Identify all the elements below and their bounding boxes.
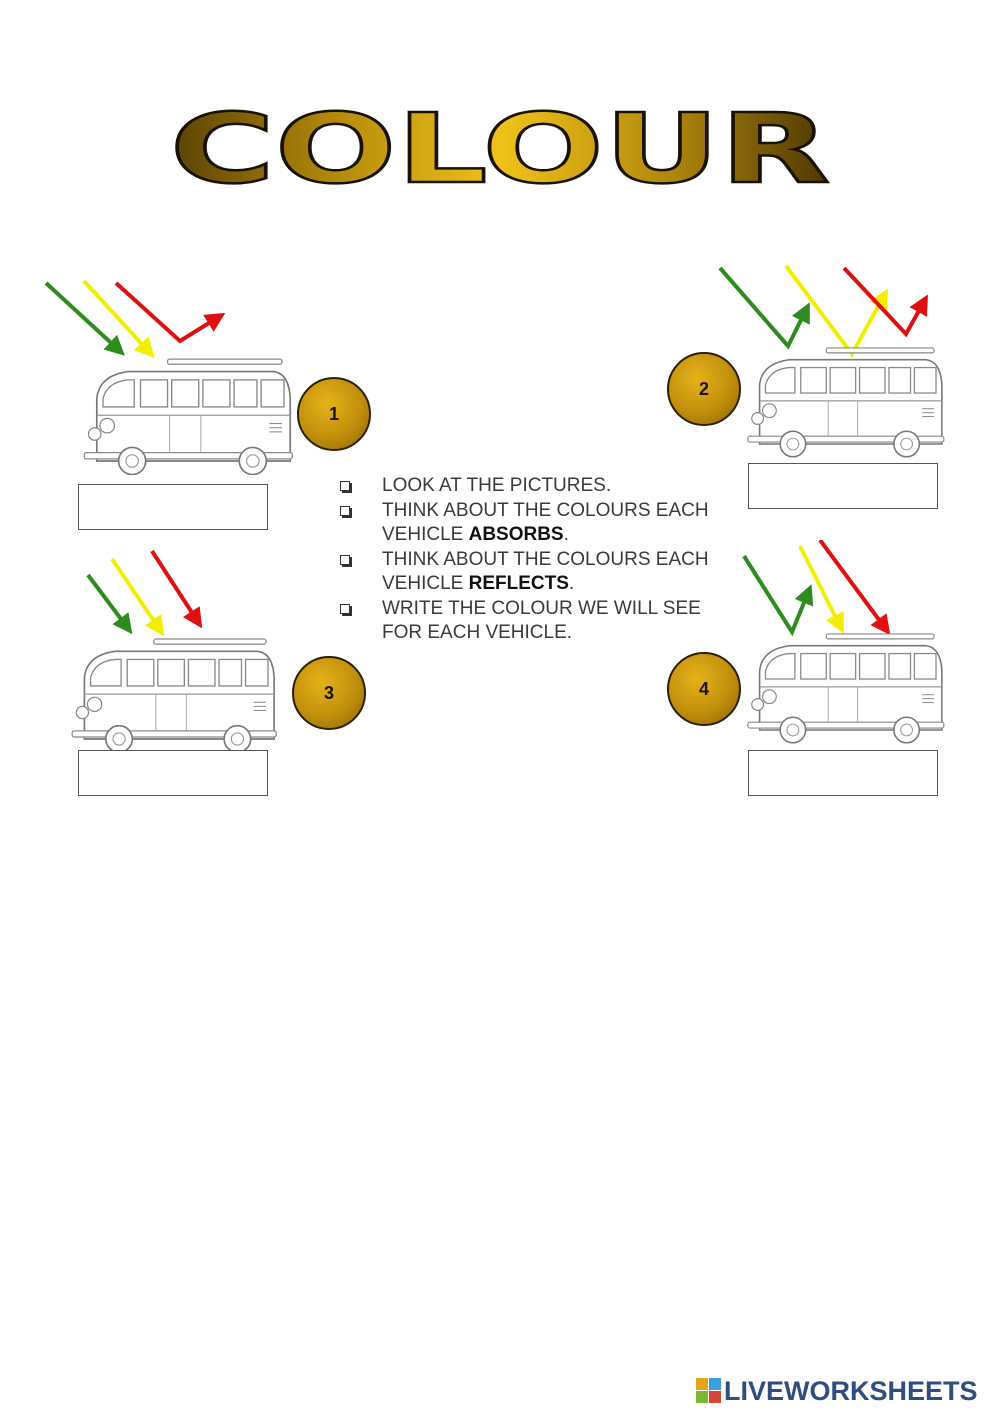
van-drawing [83,358,294,475]
light-ray-red [150,549,203,629]
page-title: COLOUR [169,100,832,200]
instruction-text: THINK ABOUT THE COLOURS EACH VEHICLE [382,548,709,595]
vehicle-scene-4 [710,540,970,750]
answer-box-1[interactable] [78,484,268,530]
checkbox-bullet-icon [340,603,350,614]
vehicle-number-badge-3: 3 [292,656,366,730]
instructions-list: LOOK AT THE PICTURES. THINK ABOUT THE CO… [338,474,718,646]
van-drawing [71,638,277,754]
checkbox-bullet-icon [340,554,350,565]
light-ray-green [86,573,133,635]
vehicle-number-badge-1: 1 [297,377,371,451]
vehicle-scene-1 [40,275,300,475]
instruction-item: WRITE THE COLOUR WE WILL SEE FOR EACH VE… [338,597,718,646]
instruction-text: LOOK AT THE PICTURES. [382,475,612,496]
vehicle-scene-3 [50,545,310,755]
light-ray-yellow [798,545,844,634]
instruction-item: THINK ABOUT THE COLOURS EACH VEHICLE REF… [338,548,718,597]
instruction-emphasis: REFLECTS [468,573,569,594]
checkbox-bullet-icon [340,481,350,491]
title-text: COLOUR [170,100,830,200]
answer-box-2[interactable] [748,463,938,509]
light-ray-green [44,281,125,356]
light-ray-yellow [82,279,155,358]
light-ray-green [718,266,810,350]
light-ray-red [818,540,891,636]
instruction-item: THINK ABOUT THE COLOURS EACH VEHICLE ABS… [338,499,718,548]
instruction-text: . [568,573,575,594]
van-drawing [747,347,945,458]
checkbox-bullet-icon [340,505,350,516]
light-ray-yellow [784,264,888,358]
answer-box-4[interactable] [748,750,938,796]
instruction-emphasis: ABSORBS [468,524,564,545]
instruction-item: LOOK AT THE PICTURES. [338,474,718,499]
liveworksheets-logo-icon [696,1378,721,1403]
light-ray-red [114,281,226,344]
light-ray-green [742,554,814,637]
instruction-text: . [563,524,569,545]
vehicle-scene-2 [710,262,970,472]
light-ray-red [842,266,928,338]
vehicle-number-badge-2: 2 [667,352,741,426]
van-drawing [747,633,945,744]
liveworksheets-logo: LIVEWORKSHEETS [696,1376,978,1406]
instruction-text: THINK ABOUT THE COLOURS EACH VEHICLE [382,499,709,546]
answer-box-3[interactable] [78,750,268,796]
brand-name: LIVEWORKSHEETS [724,1375,978,1406]
light-ray-yellow [110,557,165,637]
instruction-text: WRITE THE COLOUR WE WILL SEE FOR EACH VE… [382,597,701,644]
vehicle-number-badge-4: 4 [667,652,741,726]
